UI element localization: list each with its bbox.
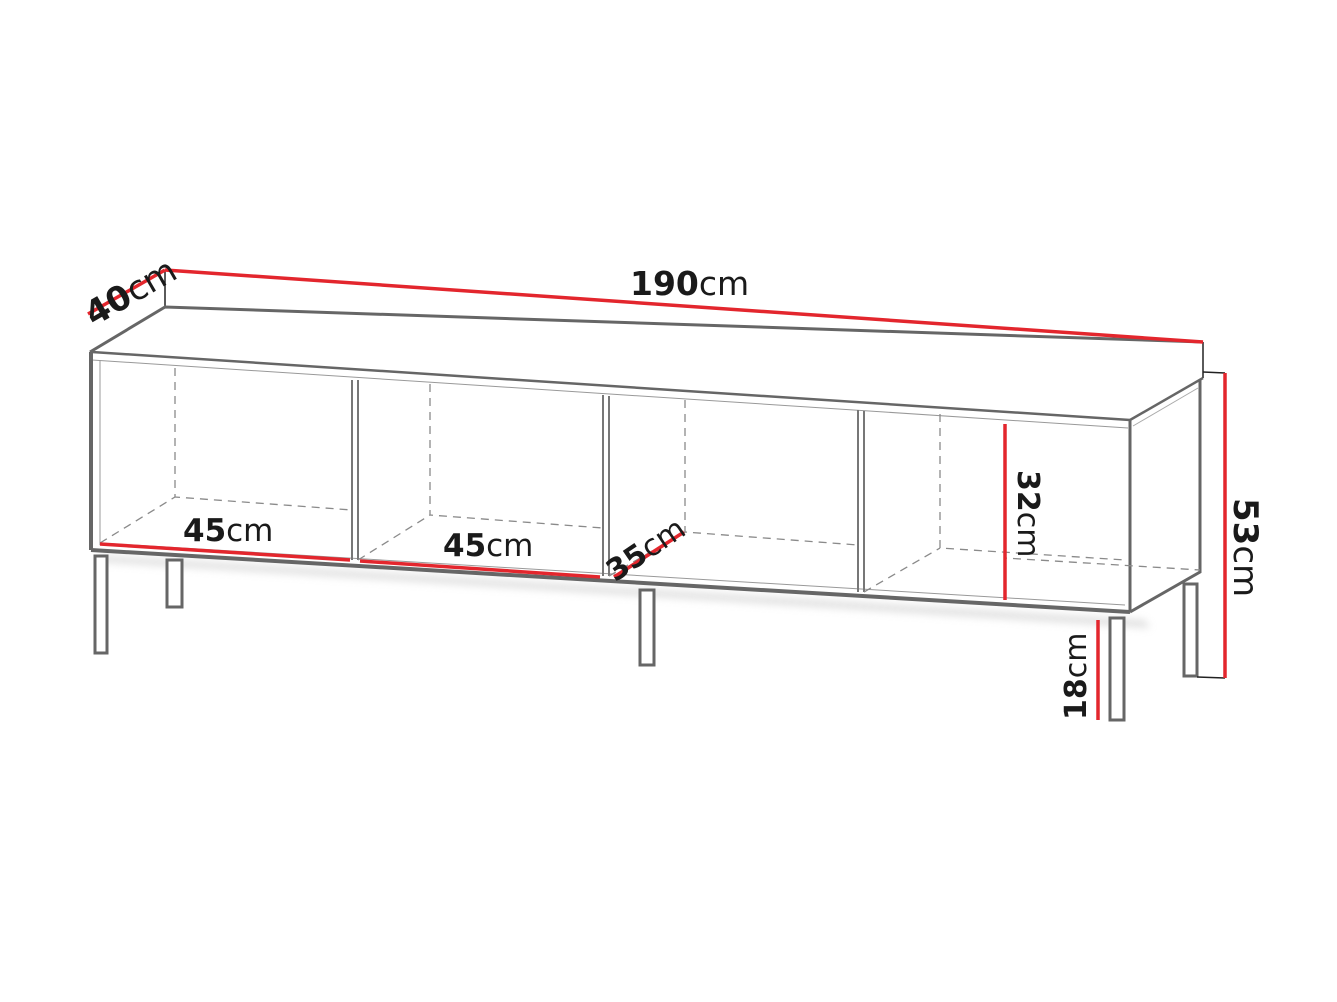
label-height: 53cm xyxy=(1225,498,1265,597)
label-compartment-1: 45cm xyxy=(183,513,273,549)
label-leg-height-unit: cm xyxy=(1059,632,1094,679)
label-height-unit: cm xyxy=(1225,545,1265,598)
label-width-unit: cm xyxy=(698,264,750,303)
cabinet-top-edge xyxy=(89,305,1204,354)
divider-1 xyxy=(351,380,359,560)
label-compartment-height-unit: cm xyxy=(1010,511,1045,558)
cabinet-right-bottom xyxy=(1129,380,1202,614)
divider-3 xyxy=(857,410,865,592)
dim-line-compartment-depth xyxy=(613,530,685,579)
cabinet-right-top-inner xyxy=(1132,387,1199,427)
leg-back-right xyxy=(1182,582,1199,678)
cabinet-top-front-line xyxy=(91,350,1131,422)
label-compartment-1-unit: cm xyxy=(226,513,274,549)
label-compartment-height-value: 32 xyxy=(1010,470,1045,512)
cabinet-top-front-inner xyxy=(91,359,1129,429)
extension-line-bottom xyxy=(1196,676,1226,679)
label-width: 190cm xyxy=(630,264,749,303)
label-leg-height-value: 18 xyxy=(1059,678,1094,720)
dim-line-compartment-1 xyxy=(99,542,351,562)
label-compartment-1-value: 45 xyxy=(183,513,227,549)
leg-front-left xyxy=(93,554,109,655)
label-compartment-2-unit: cm xyxy=(486,528,534,564)
label-compartment-2-value: 45 xyxy=(443,528,487,564)
cabinet-legs xyxy=(93,554,1199,722)
dimension-lines xyxy=(87,268,1227,720)
leg-front-right xyxy=(1108,616,1126,722)
cabinet-shadow xyxy=(100,555,1150,628)
label-compartment-2: 45cm xyxy=(443,528,533,564)
cabinet-top-panel xyxy=(90,307,1203,420)
cabinet-right-top xyxy=(1129,376,1204,422)
dim-line-depth xyxy=(87,268,166,316)
divider-2 xyxy=(602,395,610,576)
label-compartment-height: 32cm xyxy=(1010,470,1045,557)
dim-line-compartment-2 xyxy=(359,559,601,579)
label-leg-height: 18cm xyxy=(1059,633,1094,720)
label-height-value: 53 xyxy=(1225,498,1265,546)
leg-front-middle xyxy=(638,588,656,667)
label-width-value: 190 xyxy=(630,264,699,303)
extension-line-top xyxy=(1202,371,1226,374)
dim-line-width xyxy=(164,268,1204,344)
cabinet-front-bottom xyxy=(90,548,1131,614)
leg-back-left xyxy=(165,558,184,609)
